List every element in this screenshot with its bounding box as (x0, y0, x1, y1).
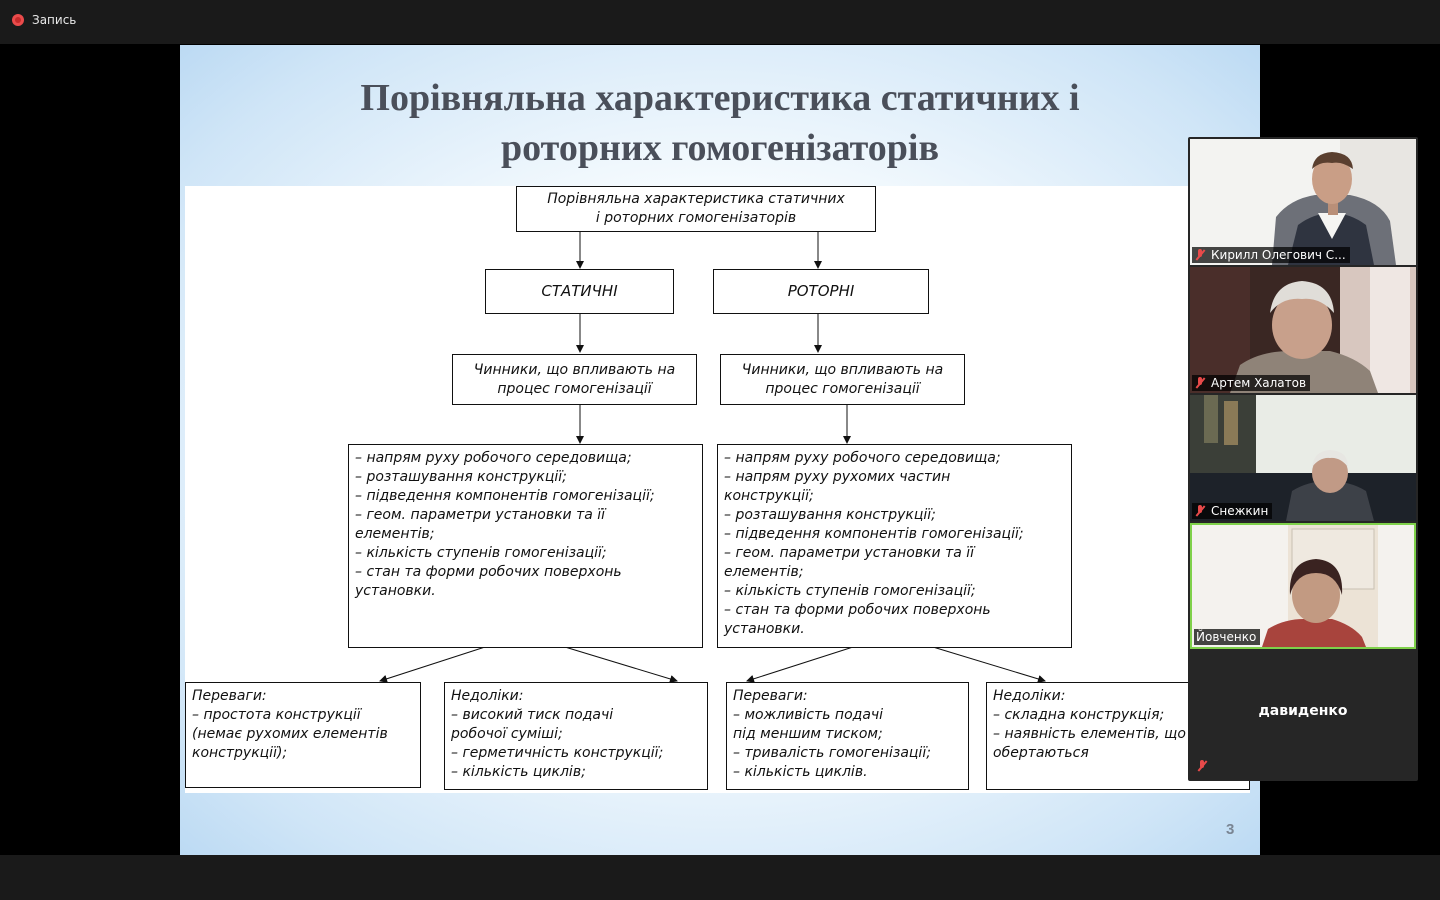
comparison-diagram: Порівняльна характеристика статичних і р… (185, 186, 1250, 793)
mic-muted-icon (1194, 249, 1206, 261)
root-line2: і роторних гомогенізаторів (595, 210, 797, 226)
participants-panel: Кирилл Олегович С... Артем Халатов (1188, 137, 1418, 781)
slide-page-number: 3 (1226, 821, 1235, 838)
participant-name-bar: Артем Халатов (1192, 375, 1311, 391)
list-item: під меншим тиском; (733, 726, 883, 742)
list-item: обертаються (993, 745, 1089, 761)
top-bar: Запись (0, 0, 1440, 44)
list-item: – напрям руху рухомих частин (724, 469, 951, 485)
slide-title: Порівняльна характеристика статичних і р… (180, 73, 1260, 173)
diagram-connectors (379, 232, 1046, 683)
list-item: – тривалість гомогенізації; (733, 745, 931, 761)
list-item: – кількість циклів. (733, 764, 868, 780)
list-item: – складна конструкція; (993, 707, 1165, 723)
static-factors-list: – напрям руху робочого середовища; – роз… (348, 444, 703, 648)
static-factors-box: Чинники, що впливають на процес гомогені… (452, 354, 697, 405)
list-item: – простота конструкції (192, 707, 361, 723)
participant-name: Снежкин (1211, 504, 1269, 518)
participant-tile-yovchenko[interactable]: Йовченко (1190, 523, 1416, 649)
list-item: Недоліки: (451, 688, 524, 704)
participant-video (1190, 395, 1416, 521)
list-item: – кількість ступенів гомогенізації; (724, 583, 976, 599)
slide-title-line2: роторних гомогенізаторів (501, 127, 939, 169)
list-item: – високий тиск подачі (451, 707, 614, 723)
static-box: СТАТИЧНІ (485, 269, 674, 314)
list-item: – можливість подачі (733, 707, 884, 723)
list-item: – геом. параметри установки та її (355, 507, 606, 523)
list-item: – геом. параметри установки та її (724, 545, 975, 561)
root-line1: Порівняльна характеристика статичних (547, 191, 845, 207)
participant-name-bar: Кирилл Олегович С... (1192, 247, 1350, 263)
rotor-factors-line2: процес гомогенізації (765, 380, 920, 397)
list-item: – герметичність конструкції; (451, 745, 664, 761)
shared-slide: Порівняльна характеристика статичних і р… (180, 45, 1260, 855)
list-item: елементів; (724, 564, 804, 580)
participant-name-davydenko[interactable]: давиденко (1258, 703, 1348, 719)
list-item: – підведення компонентів гомогенізації; (355, 488, 655, 504)
participant-video (1190, 139, 1416, 265)
list-item: – напрям руху робочого середовища; (355, 450, 632, 466)
participant-name: Йовченко (1196, 630, 1257, 644)
list-item: робочої суміші; (451, 726, 563, 742)
participant-name-bar: Снежкин (1192, 503, 1273, 519)
list-item: Переваги: (192, 688, 267, 704)
list-item: – підведення компонентів гомогенізації; (724, 526, 1024, 542)
participant-tile-snezhkin[interactable]: Снежкин (1190, 395, 1416, 521)
list-item: Недоліки: (993, 688, 1066, 704)
list-item: – кількість ступенів гомогенізації; (355, 545, 607, 561)
rotor-advantages-box: Переваги: – можливість подачі під меншим… (726, 682, 969, 790)
static-disadvantages-box: Недоліки: – високий тиск подачі робочої … (444, 682, 708, 790)
list-item: елементів; (355, 526, 435, 542)
rotor-factors-list: – напрям руху робочого середовища; – нап… (717, 444, 1072, 648)
mic-muted-icon (1194, 377, 1206, 389)
list-item: – розташування конструкції; (355, 469, 567, 485)
record-icon (12, 14, 24, 26)
list-item: – стан та форми робочих поверхонь (724, 602, 991, 618)
root-box: Порівняльна характеристика статичних і р… (516, 186, 876, 232)
rotor-label: РОТОРНІ (787, 282, 855, 300)
list-item: Переваги: (733, 688, 808, 704)
list-item: – розташування конструкції; (724, 507, 936, 523)
participant-video (1190, 267, 1416, 393)
list-item: – наявність елементів, що (993, 726, 1186, 742)
rotor-factors-line1: Чинники, що впливають на (741, 361, 944, 378)
list-item: установки. (724, 621, 805, 637)
list-item: установки. (355, 583, 436, 599)
list-item: – стан та форми робочих поверхонь (355, 564, 622, 580)
recording-label: Запись (32, 13, 77, 27)
list-item: конструкції; (724, 488, 814, 504)
rotor-box: РОТОРНІ (713, 269, 929, 314)
participant-name: Артем Халатов (1211, 376, 1307, 390)
slide-title-line1: Порівняльна характеристика статичних і (360, 77, 1080, 119)
mic-muted-icon (1194, 505, 1206, 517)
list-item: (немає рухомих елементів (192, 726, 388, 742)
participant-name: Кирилл Олегович С... (1211, 248, 1346, 262)
participant-name-bar: Йовченко (1194, 629, 1261, 645)
static-factors-line2: процес гомогенізації (497, 380, 652, 397)
bottom-bar (0, 855, 1440, 900)
rotor-factors-box: Чинники, що впливають на процес гомогені… (720, 354, 965, 405)
static-factors-line1: Чинники, що впливають на (473, 361, 676, 378)
recording-indicator[interactable]: Запись (12, 12, 76, 28)
participant-tile-artem[interactable]: Артем Халатов (1190, 267, 1416, 393)
mic-muted-icon (1196, 760, 1208, 772)
participant-tile-kyrylo[interactable]: Кирилл Олегович С... (1190, 139, 1416, 265)
list-item: – кількість циклів; (451, 764, 586, 780)
static-advantages-box: Переваги: – простота конструкції (немає … (185, 682, 421, 788)
list-item: конструкції); (192, 745, 288, 761)
participant-video (1192, 525, 1414, 647)
static-label: СТАТИЧНІ (541, 282, 618, 300)
list-item: – напрям руху робочого середовища; (724, 450, 1001, 466)
